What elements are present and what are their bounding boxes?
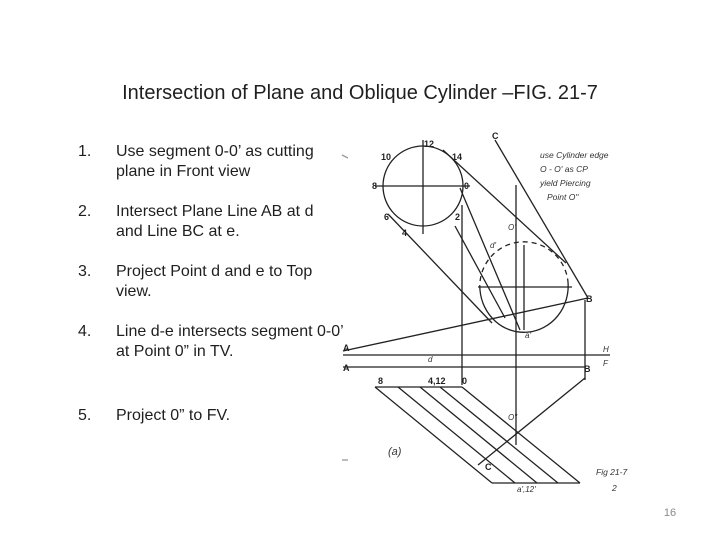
page-number: 16 — [663, 507, 677, 519]
front-view-hatch — [439, 386, 559, 484]
step-number: 1. — [78, 143, 92, 160]
label-lower-412: 4,12 — [428, 376, 446, 386]
label-n4: 4 — [402, 228, 407, 238]
plane-line-ab — [342, 297, 589, 352]
label-h: H — [603, 345, 609, 354]
step-number: 4. — [78, 323, 92, 340]
margin-tick — [341, 154, 349, 159]
step-text: Project 0” to FV. — [116, 407, 231, 424]
label-a412: a',12' — [517, 485, 536, 494]
label-b-lower: B — [584, 364, 591, 374]
label-n12: 12 — [424, 139, 434, 149]
step-number: 3. — [78, 263, 92, 280]
label-a-lower: A — [343, 363, 350, 373]
front-view-hatch — [397, 386, 516, 484]
figure-note-line: use Cylinder edge — [540, 150, 609, 160]
label-n6: 6 — [384, 212, 389, 222]
figure-note-line: yield Piercing — [539, 178, 591, 188]
step-text: Use segment 0-0’ as cutting plane in Fro… — [116, 143, 314, 180]
lower-ellipse-hidden — [479, 241, 569, 291]
label-d-prime: d' — [490, 241, 496, 250]
label-lower-0: 0 — [462, 376, 467, 386]
front-view-limb — [374, 386, 493, 484]
front-view-limb — [461, 386, 581, 484]
label-n10: 10 — [381, 152, 391, 162]
cylinder-figure: C B A A B C 12 10 14 8 0 6 2 4 8 4,12 0 … — [341, 131, 627, 494]
fig-ref-line: Fig 21-7 — [596, 467, 627, 477]
slide-title: Intersection of Plane and Oblique Cylind… — [122, 82, 598, 104]
step-text: Project Point d and e to Top view. — [116, 263, 313, 300]
label-d-lower: d — [428, 355, 433, 364]
label-c-top: C — [492, 131, 499, 141]
label-fig-a: (a) — [388, 446, 402, 458]
step-number: 5. — [78, 407, 92, 424]
label-b-mid: B — [586, 294, 593, 304]
label-lower-8: 8 — [378, 376, 383, 386]
step-text: Line d-e intersects segment 0-0’ at Poin… — [116, 323, 344, 360]
label-n14: 14 — [452, 152, 462, 162]
plane-line-bc-front — [477, 377, 586, 466]
step-number: 2. — [78, 203, 92, 220]
label-n0: 0 — [464, 181, 469, 191]
figure-note-line: Point O" — [547, 192, 579, 202]
cylinder-limb-lower — [387, 213, 493, 324]
step-text: Intersect Plane Line AB at d and Line BC… — [116, 203, 314, 240]
element-line — [459, 187, 521, 331]
label-f: F — [603, 359, 609, 368]
fig-ref-line: 2 — [611, 483, 617, 493]
lower-ellipse-visible — [479, 281, 569, 333]
label-n8: 8 — [372, 181, 377, 191]
label-c-bottom: C — [485, 462, 492, 472]
label-a-upper: A — [343, 343, 350, 353]
cylinder-limb-upper — [442, 149, 567, 264]
label-n2: 2 — [455, 212, 460, 222]
front-view-element — [419, 386, 538, 484]
element-line-2 — [454, 225, 506, 319]
label-o-prime: O' — [508, 223, 516, 232]
figure-note-line: O - O' as CP — [540, 164, 588, 174]
plane-line-cb — [494, 139, 589, 299]
label-o-dbl: O" — [508, 413, 518, 422]
label-a-prime: a' — [525, 331, 531, 340]
